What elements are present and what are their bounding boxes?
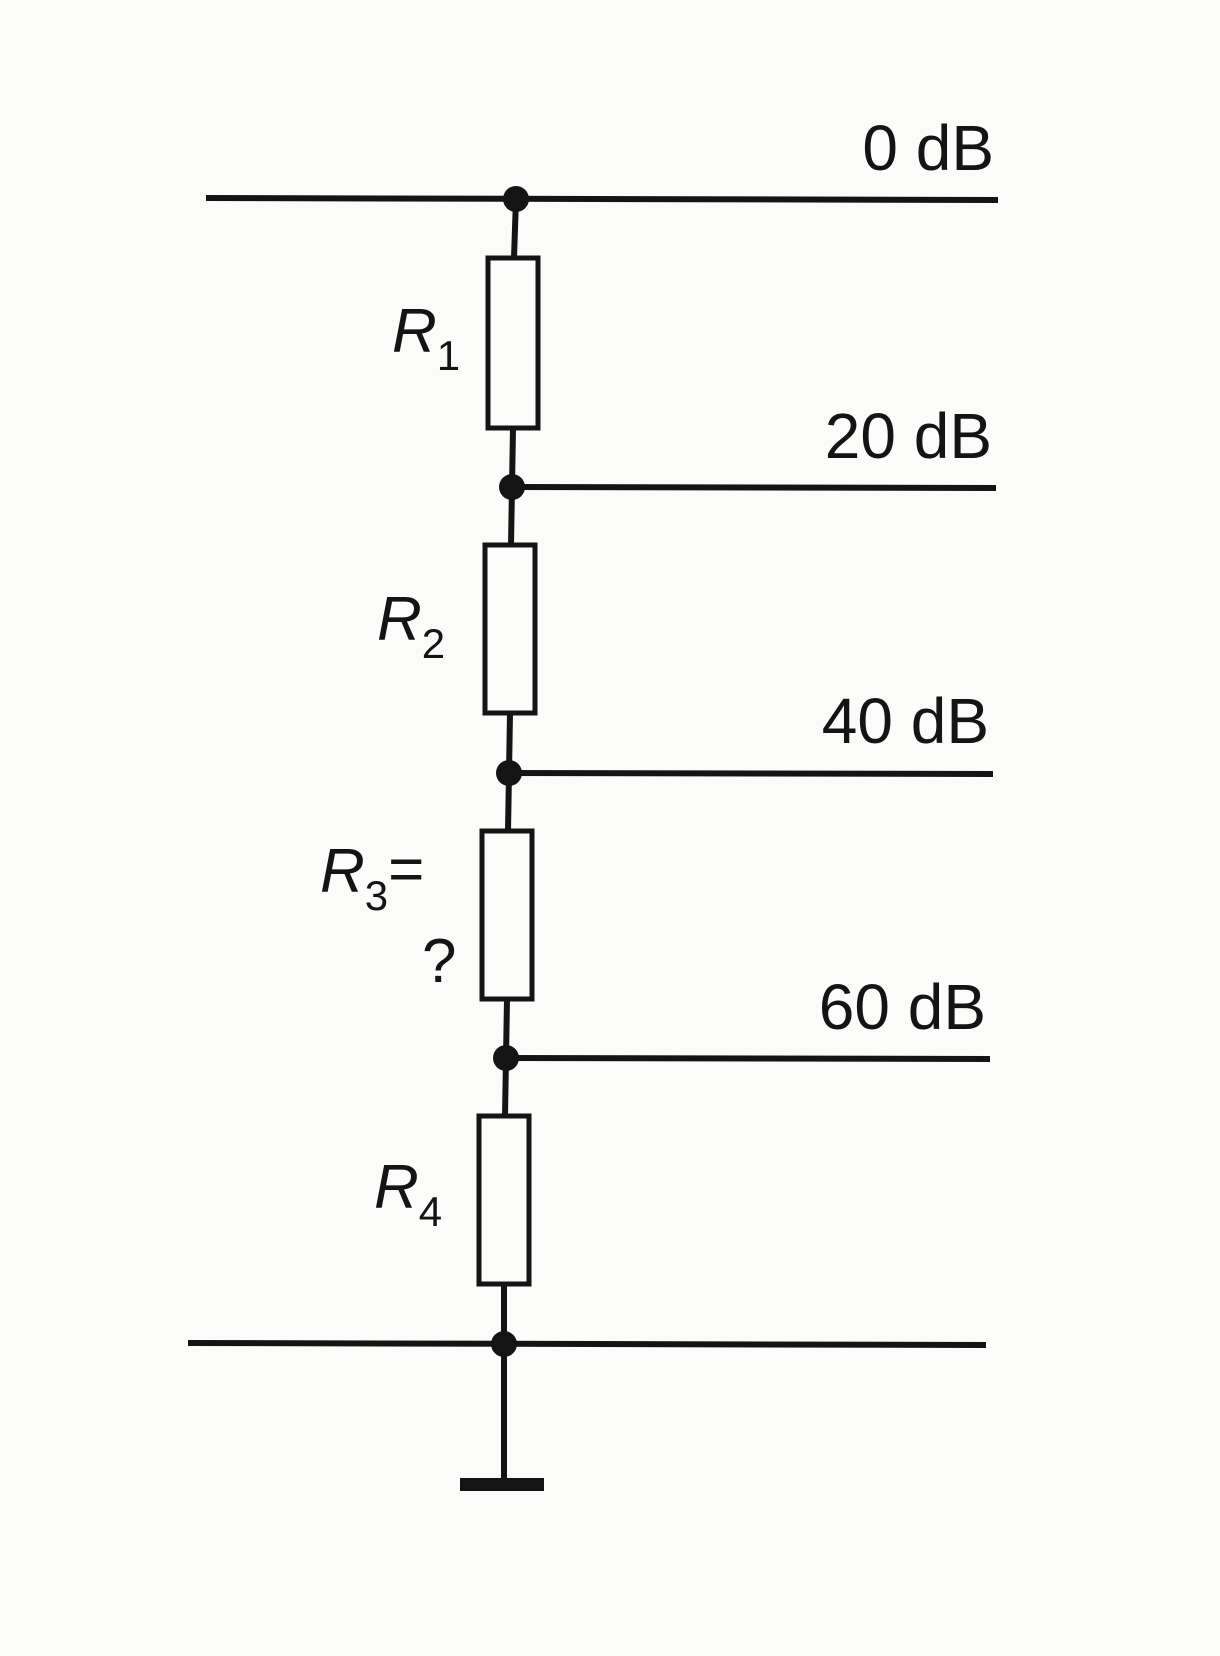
- resistor-name-r1: R: [392, 297, 437, 366]
- resistor-sub-r2: 2: [422, 620, 445, 667]
- tap-label-0db: 0 dB: [862, 112, 994, 184]
- tap-label-20db: 20 dB: [825, 400, 992, 472]
- tap-line-20db: [511, 484, 997, 491]
- top-rail: [205, 195, 999, 203]
- resistor-sub-r4: 4: [419, 1188, 442, 1235]
- junction-node-bottom: [491, 1331, 517, 1357]
- tap-line-40db: [508, 770, 994, 777]
- resistor-name-r2: R: [377, 585, 422, 654]
- resistor-r3: [479, 828, 535, 1002]
- resistor-name-r4: R: [374, 1153, 419, 1222]
- junction-node-60db: [493, 1045, 519, 1071]
- resistor-name-r3: R: [320, 837, 365, 906]
- resistor-r2: [482, 542, 538, 716]
- resistor-suffix-r3: =: [388, 835, 424, 904]
- resistor-sub-r1: 1: [437, 332, 460, 379]
- resistor-r1: [485, 255, 541, 431]
- junction-node-20db: [499, 474, 525, 500]
- resistor-label-r4: R4: [374, 1153, 442, 1235]
- tap-label-60db: 60 dB: [819, 971, 986, 1043]
- resistor-r4: [476, 1113, 532, 1287]
- resistor-label-r1: R1: [392, 297, 460, 379]
- resistor-label-r3: R3=: [320, 835, 424, 919]
- junction-node-top: [503, 186, 529, 212]
- ground-symbol: [460, 1478, 544, 1491]
- junction-node-40db: [496, 760, 522, 786]
- resistor-label-r2: R2: [377, 585, 445, 667]
- tap-line-60db: [505, 1055, 991, 1062]
- tap-label-40db: 40 dB: [822, 685, 989, 757]
- resistor-value-r3: ?: [422, 927, 456, 996]
- bottom-rail: [187, 1340, 987, 1348]
- resistor-sub-r3: 3: [365, 872, 388, 919]
